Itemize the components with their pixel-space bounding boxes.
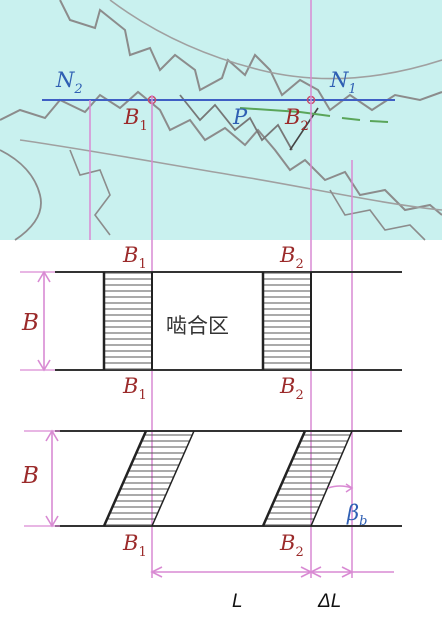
label-pitch-point: P xyxy=(232,105,248,129)
label-b2-spur-top: B2 xyxy=(279,243,304,272)
label-delta-length: ΔL xyxy=(317,591,341,612)
label-n2: N2 xyxy=(55,68,83,97)
helical-hatch-left xyxy=(104,431,194,526)
label-b1-top: B1 xyxy=(123,105,148,134)
label-b1-helical: B1 xyxy=(122,531,147,560)
spur-hatch-right xyxy=(263,272,311,370)
label-mesh-zone: 啮合区 xyxy=(166,314,229,338)
label-b1-spur-bottom: B1 xyxy=(122,374,147,403)
pitch-line-dashed xyxy=(341,117,389,123)
mesh-teeth xyxy=(179,94,293,151)
label-b2-spur-bottom: B2 xyxy=(279,374,304,403)
label-beta-b: βb xyxy=(346,501,367,529)
line-of-action-dark xyxy=(289,107,319,151)
label-b1-spur-top: B1 xyxy=(122,243,147,272)
label-face-width-spur: B xyxy=(21,310,39,336)
label-length: L xyxy=(232,591,243,612)
label-face-width-helical: B xyxy=(21,463,39,489)
label-b2-top: B2 xyxy=(284,105,309,134)
label-b2-helical: B2 xyxy=(279,531,304,560)
lower-gear-rim xyxy=(19,139,442,211)
upper-gear-rim xyxy=(109,0,442,80)
spur-contact-view: B 啮合区 B1 B2 B1 B2 xyxy=(20,243,402,403)
lower-gear-base xyxy=(0,149,42,241)
helical-hatch-right xyxy=(263,431,352,526)
lower-gear-outline xyxy=(0,90,442,216)
pitch-line xyxy=(239,107,331,117)
helical-contact-view: B βb B1 B2 L ΔL xyxy=(21,429,402,612)
spur-hatch-left xyxy=(104,272,152,370)
lower-gear-tooth-left xyxy=(69,149,111,236)
label-n1: N1 xyxy=(329,68,357,97)
lower-gear-tooth-right xyxy=(329,189,426,241)
gear-mesh-view: N2 N1 B1 P B2 xyxy=(0,0,442,241)
